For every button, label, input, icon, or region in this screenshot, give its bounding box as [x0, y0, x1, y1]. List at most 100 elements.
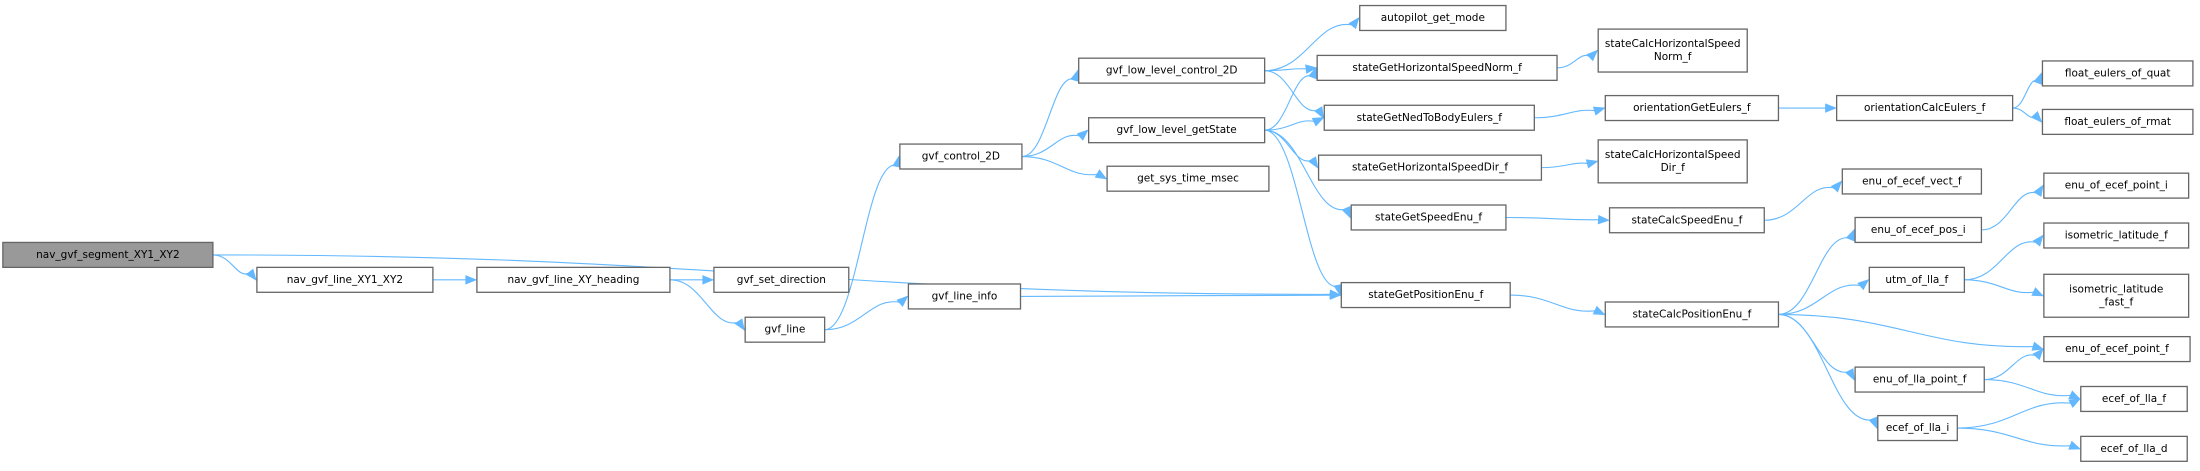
node-box[interactable] [1340, 281, 1511, 309]
node-state-get-horizontal-speed-dir-f[interactable]: stateGetHorizontalSpeedDir_f [1317, 154, 1543, 181]
edge-ecef-of-lla-i-to-ecef-of-lla-f [1957, 402, 2072, 429]
node-gvf-control-2d[interactable]: gvf_control_2D [899, 143, 1023, 170]
node-get-sys-time-msec[interactable]: get_sys_time_msec [1106, 165, 1270, 192]
node-state-get-ned-to-body-eulers-f[interactable]: stateGetNedToBodyEulers_f [1323, 104, 1535, 131]
node-box[interactable] [1854, 366, 1985, 393]
node-box[interactable] [1597, 28, 1748, 73]
node-box[interactable] [1359, 4, 1507, 32]
node-isometric-latitude-fast-f[interactable]: isometric_latitude_fast_f [2043, 273, 2190, 318]
node-box[interactable] [1835, 94, 2014, 122]
node-state-get-speed-enu-f[interactable]: stateGetSpeedEnu_f [1350, 204, 1507, 231]
arrowhead-icon [734, 318, 745, 331]
node-box[interactable] [1868, 266, 1966, 293]
node-ecef-of-lla-i[interactable]: ecef_of_lla_i [1877, 414, 1958, 442]
arrowhead-icon [2068, 390, 2082, 400]
node-box[interactable] [2043, 273, 2190, 318]
edge-state-calc-position-enu-f-to-ecef-of-lla-i [1778, 313, 1874, 421]
edge-gvf-low-level-get-state-to-state-get-ned-to-body-eulers-f [1264, 120, 1316, 131]
node-box[interactable] [1323, 104, 1535, 131]
nodes-layer: nav_gvf_segment_XY1_XY2 nav_gvf_line_XY1_… [2, 4, 2194, 462]
node-enu-of-ecef-pos-i[interactable]: enu_of_ecef_pos_i [1854, 216, 1983, 244]
node-nav-gvf-line-xy1-xy2[interactable]: nav_gvf_line_XY1_XY2 [256, 266, 434, 293]
node-box[interactable] [2043, 172, 2190, 199]
node-label: gvf_control_2D [922, 151, 1000, 163]
node-box[interactable] [2043, 335, 2191, 363]
node-box[interactable] [899, 143, 1023, 170]
node-float-eulers-of-quat[interactable]: float_eulers_of_quat [2041, 60, 2194, 87]
node-box[interactable] [1841, 168, 1983, 195]
node-utm-of-lla-f[interactable]: utm_of_lla_f [1868, 266, 1966, 293]
node-isometric-latitude-f[interactable]: isometric_latitude_f [2043, 222, 2190, 249]
node-label: nav_gvf_line_XY1_XY2 [287, 274, 403, 286]
edge-gvf-low-level-get-state-to-state-get-speed-enu-f [1264, 129, 1347, 211]
node-enu-of-ecef-point-f[interactable]: enu_of_ecef_point_f [2043, 335, 2191, 363]
node-label: get_sys_time_msec [1137, 173, 1239, 185]
node-box[interactable] [1317, 154, 1543, 181]
node-nav-gvf-line-xy-heading[interactable]: nav_gvf_line_XY_heading [476, 266, 671, 293]
node-enu-of-ecef-vect-f[interactable]: enu_of_ecef_vect_f [1841, 168, 1983, 195]
node-ecef-of-lla-d[interactable]: ecef_of_lla_d [2080, 435, 2188, 462]
node-box[interactable] [1087, 117, 1266, 144]
node-label: float_eulers_of_quat [2065, 67, 2171, 79]
node-label: enu_of_lla_point_f [1873, 374, 1967, 386]
node-box[interactable] [1854, 216, 1983, 244]
node-state-calc-position-enu-f[interactable]: stateCalcPositionEnu_f [1604, 301, 1780, 328]
edge-gvf-control-2d-to-get-sys-time-msec [1021, 155, 1099, 176]
node-enu-of-lla-point-f[interactable]: enu_of_lla_point_f [1854, 366, 1985, 393]
node-box[interactable] [476, 266, 671, 293]
node-box[interactable] [1604, 94, 1780, 122]
arrowhead-icon [1348, 16, 1360, 30]
node-label: nav_gvf_line_XY_heading [507, 274, 639, 286]
arrowhead-icon [1311, 117, 1325, 127]
node-label: autopilot_get_mode [1381, 12, 1485, 24]
node-autopilot-get-mode[interactable]: autopilot_get_mode [1359, 4, 1507, 32]
node-box[interactable] [1604, 301, 1780, 328]
node-box[interactable] [2043, 222, 2190, 249]
node-orientation-calc-eulers-f[interactable]: orientationCalcEulers_f [1835, 94, 2014, 122]
arrowhead-icon [1094, 169, 1108, 180]
node-gvf-low-level-control-2d[interactable]: gvf_low_level_control_2D [1078, 57, 1266, 84]
arrowhead-icon [2032, 348, 2044, 361]
node-box[interactable] [1316, 54, 1558, 81]
node-gvf-line[interactable]: gvf_line [744, 316, 826, 343]
node-box[interactable] [2041, 108, 2194, 136]
node-enu-of-ecef-point-i[interactable]: enu_of_ecef_point_i [2043, 172, 2190, 199]
edge-nav-gvf-line-xy-heading-to-gvf-line [669, 279, 740, 324]
node-label: gvf_line_info [932, 290, 998, 302]
node-ecef-of-lla-f[interactable]: ecef_of_lla_f [2080, 385, 2188, 413]
node-label: _fast_f [2098, 296, 2133, 308]
node-float-eulers-of-rmat[interactable]: float_eulers_of_rmat [2041, 108, 2194, 136]
node-label: stateGetNedToBodyEulers_f [1357, 112, 1503, 124]
node-label: stateCalcPositionEnu_f [1632, 308, 1751, 320]
node-orientation-get-eulers-f[interactable]: orientationGetEulers_f [1604, 94, 1780, 122]
node-box[interactable] [713, 266, 850, 293]
node-gvf-low-level-get-state[interactable]: gvf_low_level_getState [1087, 117, 1266, 144]
node-box[interactable] [2041, 60, 2194, 87]
node-box[interactable] [1597, 139, 1748, 184]
node-gvf-set-direction[interactable]: gvf_set_direction [713, 266, 850, 293]
node-box[interactable] [1106, 165, 1270, 192]
node-box[interactable] [1877, 414, 1958, 442]
node-box[interactable] [1078, 57, 1266, 84]
arrowhead-icon [1313, 106, 1324, 119]
node-gvf-line-info[interactable]: gvf_line_info [907, 283, 1022, 310]
arrowhead-icon [1592, 106, 1606, 116]
node-nav-gvf-segment-xy1-xy2[interactable]: nav_gvf_segment_XY1_XY2 [2, 241, 214, 269]
node-box[interactable] [744, 316, 826, 343]
node-box[interactable] [2080, 385, 2188, 413]
node-label: enu_of_ecef_pos_i [1871, 224, 1966, 236]
node-state-get-horizontal-speed-norm-f[interactable]: stateGetHorizontalSpeedNorm_f [1316, 54, 1558, 81]
node-box[interactable] [907, 283, 1022, 310]
node-box[interactable] [2, 241, 214, 269]
node-state-calc-speed-enu-f[interactable]: stateCalcSpeedEnu_f [1608, 207, 1765, 234]
node-state-get-position-enu-f[interactable]: stateGetPositionEnu_f [1340, 281, 1511, 309]
edge-gvf-low-level-control-2d-to-autopilot-get-mode [1264, 23, 1354, 72]
edge-state-get-horizontal-speed-norm-f-to-state-calc-horizontal-speed-norm-f [1557, 54, 1591, 69]
node-box[interactable] [1608, 207, 1765, 234]
node-box[interactable] [256, 266, 434, 293]
node-box[interactable] [1350, 204, 1507, 231]
edge-utm-of-lla-f-to-isometric-latitude-fast-f [1964, 279, 2035, 294]
node-box[interactable] [2080, 435, 2188, 462]
